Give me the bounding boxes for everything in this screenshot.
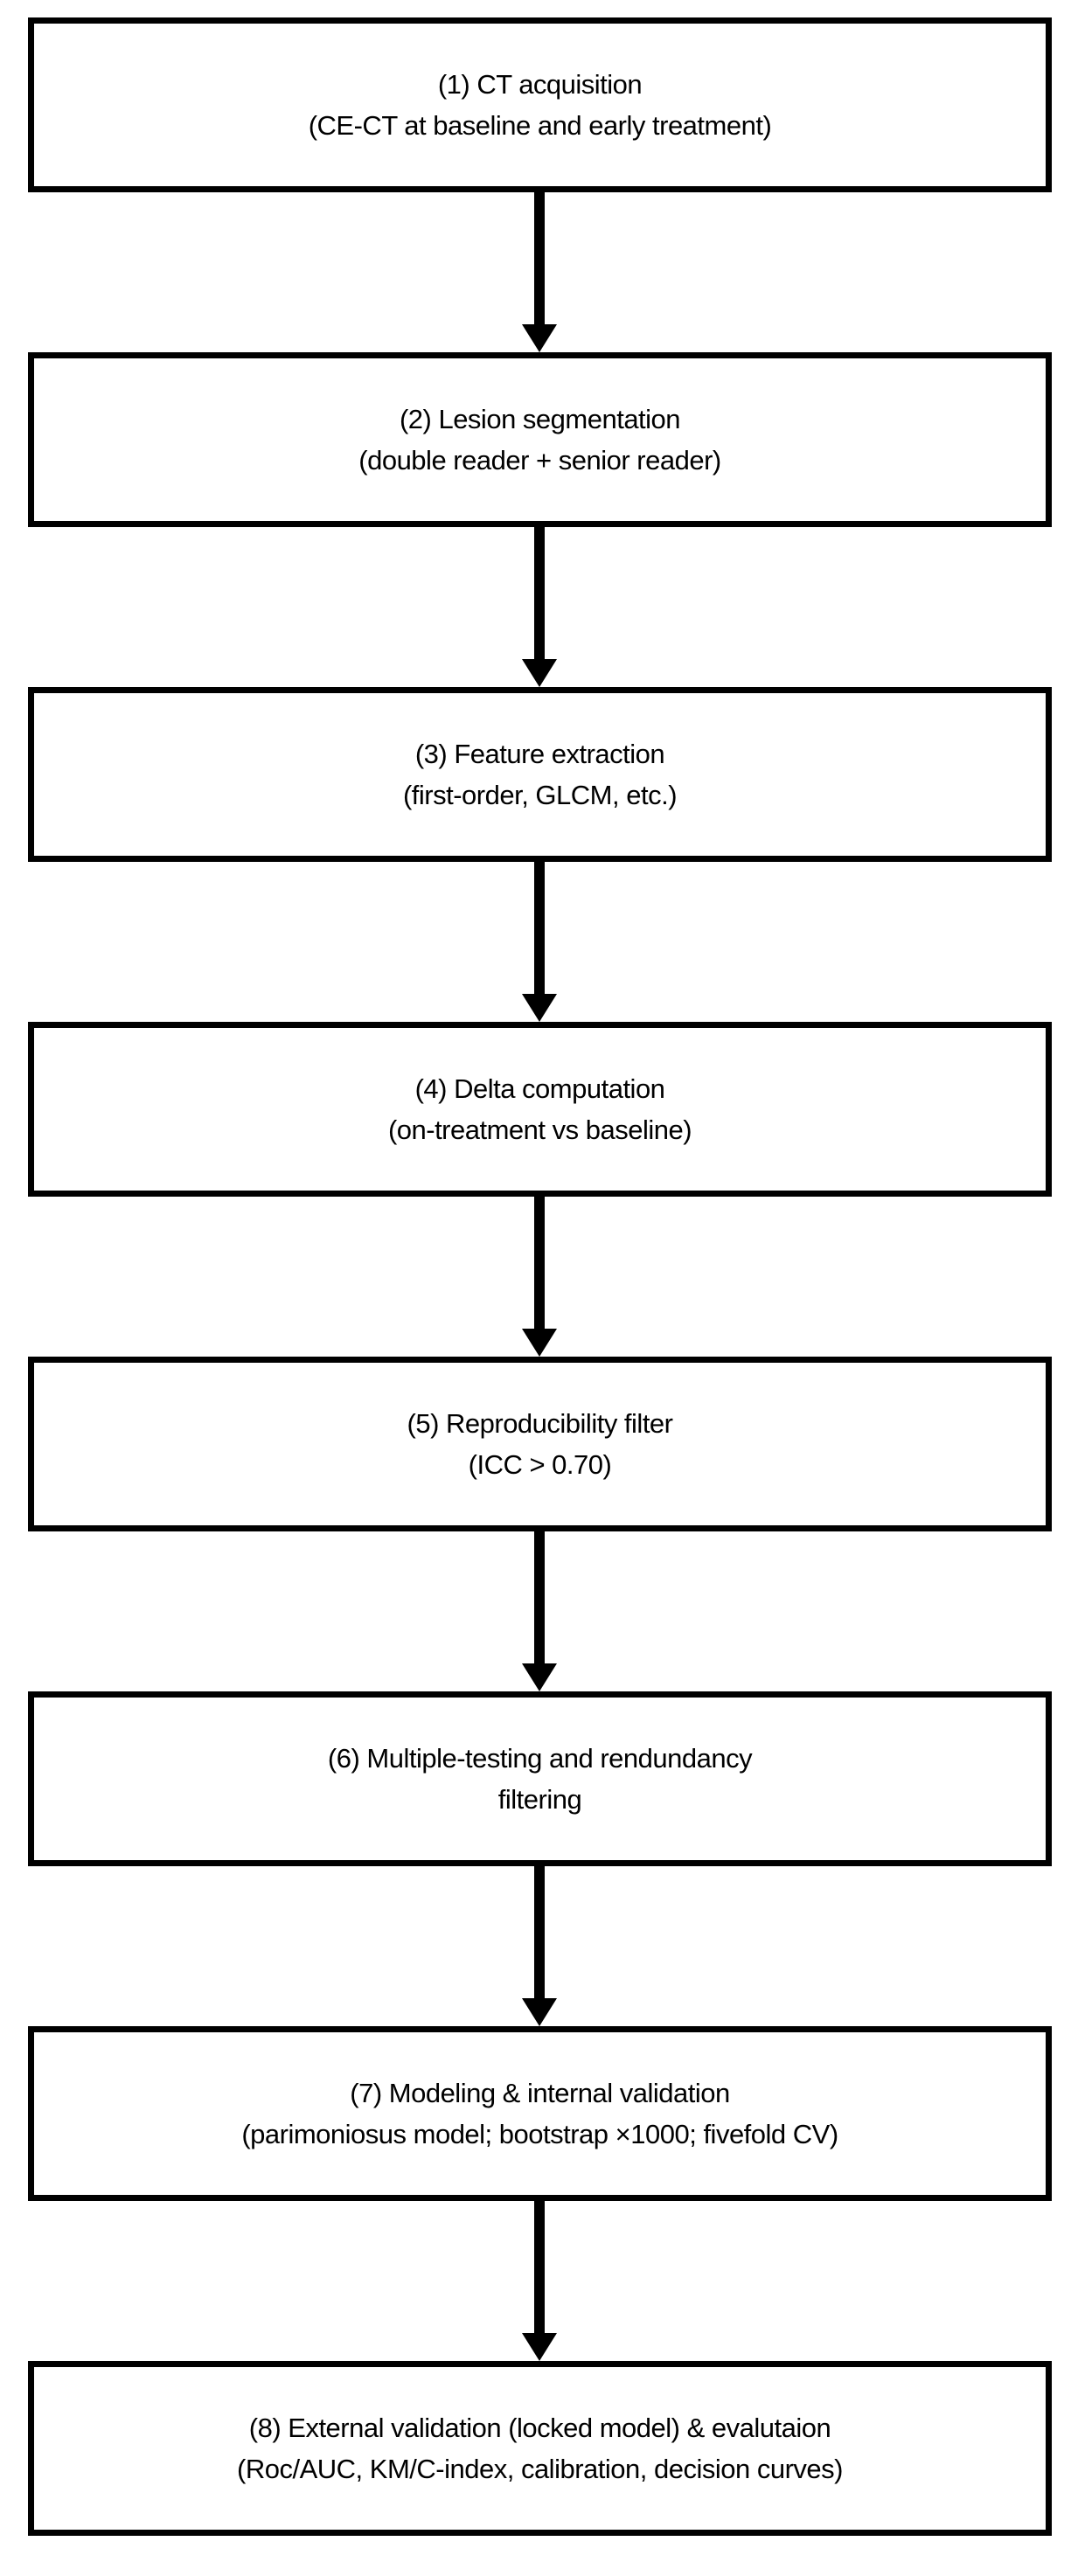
- arrow-down-icon: [522, 527, 557, 687]
- arrow-down-icon: [522, 1866, 557, 2026]
- arrow-stem: [534, 1866, 545, 1998]
- step-4-subtitle: (on-treatment vs baseline): [387, 1114, 692, 1145]
- arrow-stem: [534, 527, 545, 659]
- flow-step-7: (7) Modeling & internal validation (pari…: [28, 2026, 1052, 2201]
- step-7-title: (7) Modeling & internal validation: [350, 2078, 730, 2108]
- step-1-subtitle: (CE-CT at baseline and early treatment): [308, 110, 772, 141]
- arrow-head: [522, 1663, 557, 1691]
- flow-step-2: (2) Lesion segmentation (double reader +…: [28, 352, 1052, 527]
- arrow-head: [522, 324, 557, 352]
- arrow-stem: [534, 862, 545, 994]
- step-5-subtitle: (ICC > 0.70): [468, 1449, 612, 1480]
- step-2-subtitle: (double reader + senior reader): [358, 445, 721, 476]
- flow-step-6: (6) Multiple-testing and rendundancy fil…: [28, 1691, 1052, 1866]
- arrow-down-icon: [522, 1197, 557, 1357]
- arrow-down-icon: [522, 2201, 557, 2361]
- arrow-stem: [534, 1531, 545, 1663]
- step-5-title: (5) Reproducibility filter: [407, 1408, 674, 1439]
- step-3-subtitle: (first-order, GLCM, etc.): [402, 780, 678, 810]
- arrow-head: [522, 1998, 557, 2026]
- arrow-down-icon: [522, 1531, 557, 1691]
- arrow-stem: [534, 192, 545, 324]
- step-4-title: (4) Delta computation: [414, 1073, 665, 1104]
- arrow-down-icon: [522, 192, 557, 352]
- arrow-stem: [534, 2201, 545, 2333]
- arrow-head: [522, 1329, 557, 1357]
- flow-step-8: (8) External validation (locked model) &…: [28, 2361, 1052, 2536]
- arrow-head: [522, 994, 557, 1022]
- flow-step-1: (1) CT acquisition (CE-CT at baseline an…: [28, 17, 1052, 192]
- step-6-subtitle: filtering: [497, 1784, 582, 1815]
- step-2-title: (2) Lesion segmentation: [399, 404, 681, 434]
- flow-step-5: (5) Reproducibility filter (ICC > 0.70): [28, 1357, 1052, 1531]
- arrow-head: [522, 659, 557, 687]
- arrow-stem: [534, 1197, 545, 1329]
- step-6-title: (6) Multiple-testing and rendundancy: [327, 1743, 753, 1774]
- flow-step-4: (4) Delta computation (on-treatment vs b…: [28, 1022, 1052, 1197]
- step-3-title: (3) Feature extraction: [414, 739, 665, 769]
- step-1-title: (1) CT acquisition: [437, 69, 643, 100]
- arrow-head: [522, 2333, 557, 2361]
- step-8-title: (8) External validation (locked model) &…: [248, 2413, 831, 2443]
- step-7-subtitle: (parimoniosus model; bootstrap ×1000; fi…: [241, 2119, 838, 2149]
- step-8-subtitle: (Roc/AUC, KM/C-index, calibration, decis…: [237, 2454, 843, 2484]
- arrow-down-icon: [522, 862, 557, 1022]
- flow-step-3: (3) Feature extraction (first-order, GLC…: [28, 687, 1052, 862]
